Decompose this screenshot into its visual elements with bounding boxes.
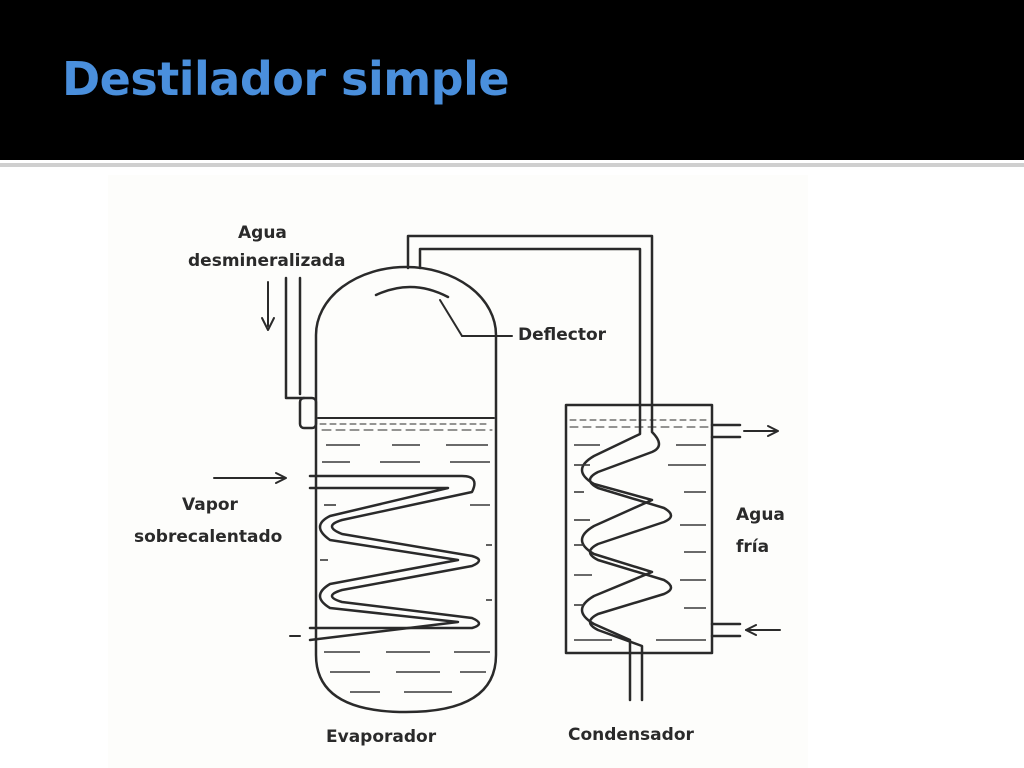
diagram-background	[108, 175, 808, 768]
condenser-coil-inner	[580, 418, 654, 702]
heating-coil-inner	[308, 486, 460, 642]
label-agua-desmineralizada-2: desmineralizada	[188, 251, 346, 271]
label-agua-fria-1: Agua	[736, 505, 785, 525]
slide-title: Destilador simple	[62, 52, 510, 106]
header-divider	[0, 163, 1024, 167]
condenser-vessel	[564, 403, 714, 655]
label-vapor-2: sobrecalentado	[134, 527, 282, 547]
condenser-water-lines	[574, 444, 706, 641]
slide-header: Destilador simple	[0, 0, 1024, 160]
deflector-pointer	[439, 299, 463, 337]
label-agua-fria-2: fría	[736, 537, 769, 557]
label-agua-desmineralizada-1: Agua	[238, 223, 287, 243]
condenser-coil-outer	[588, 418, 673, 702]
evaporator-vessel	[314, 265, 498, 714]
cooling-water-inlet	[710, 622, 742, 638]
cooling-water-outlet	[710, 423, 742, 439]
evaporator-water-lines	[320, 444, 492, 693]
feed-valve	[298, 396, 318, 430]
heating-coil-outer	[308, 474, 481, 630]
vapor-pipe-inner	[418, 247, 642, 422]
label-condensador: Condensador	[568, 725, 694, 745]
feed-pipe	[284, 276, 306, 400]
label-vapor-1: Vapor	[182, 495, 239, 515]
vapor-pipe-outer	[406, 234, 654, 422]
deflector	[374, 285, 450, 299]
label-evaporador: Evaporador	[326, 727, 437, 747]
label-deflector: Deflector	[518, 325, 607, 345]
